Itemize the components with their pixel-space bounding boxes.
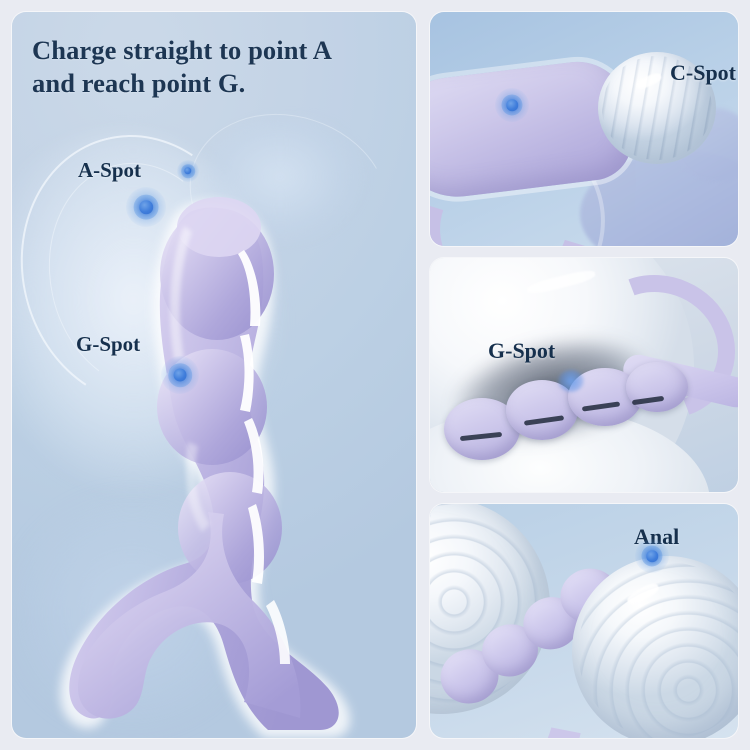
label-g-spot-panel: G-Spot bbox=[488, 338, 556, 363]
page-title: Charge straight to point A and reach poi… bbox=[32, 34, 412, 100]
marker-core bbox=[139, 200, 153, 214]
c-spot-marker bbox=[495, 88, 529, 122]
g-spot-contact-glow bbox=[558, 370, 584, 392]
g-spot-scene bbox=[430, 258, 738, 492]
product-ribbed-head bbox=[598, 52, 716, 164]
label-a-spot: A-Spot bbox=[78, 158, 142, 182]
headline-line-1: Charge straight to point A bbox=[32, 35, 332, 65]
c-spot-scene bbox=[430, 12, 738, 246]
product-illustration bbox=[60, 197, 351, 738]
g-spot-panel: G-Spot bbox=[430, 258, 738, 492]
a-spot-marker-large bbox=[126, 187, 166, 227]
anal-panel: Anal bbox=[430, 504, 738, 738]
label-c-spot: C-Spot bbox=[670, 60, 737, 85]
product-overview-panel: Charge straight to point A and reach poi… bbox=[12, 12, 416, 738]
g-spot-marker bbox=[161, 356, 199, 394]
marker-core bbox=[646, 550, 658, 562]
a-spot-marker-small bbox=[177, 160, 199, 182]
c-spot-panel: C-Spot bbox=[430, 12, 738, 246]
headline-line-2: and reach point G. bbox=[32, 67, 246, 98]
marker-core bbox=[506, 99, 518, 111]
anal-scene bbox=[430, 504, 738, 738]
marker-core bbox=[173, 368, 187, 382]
anal-marker bbox=[635, 539, 669, 573]
label-anal: Anal bbox=[634, 524, 680, 549]
marker-core bbox=[184, 167, 192, 175]
label-g-spot: G-Spot bbox=[76, 332, 141, 356]
